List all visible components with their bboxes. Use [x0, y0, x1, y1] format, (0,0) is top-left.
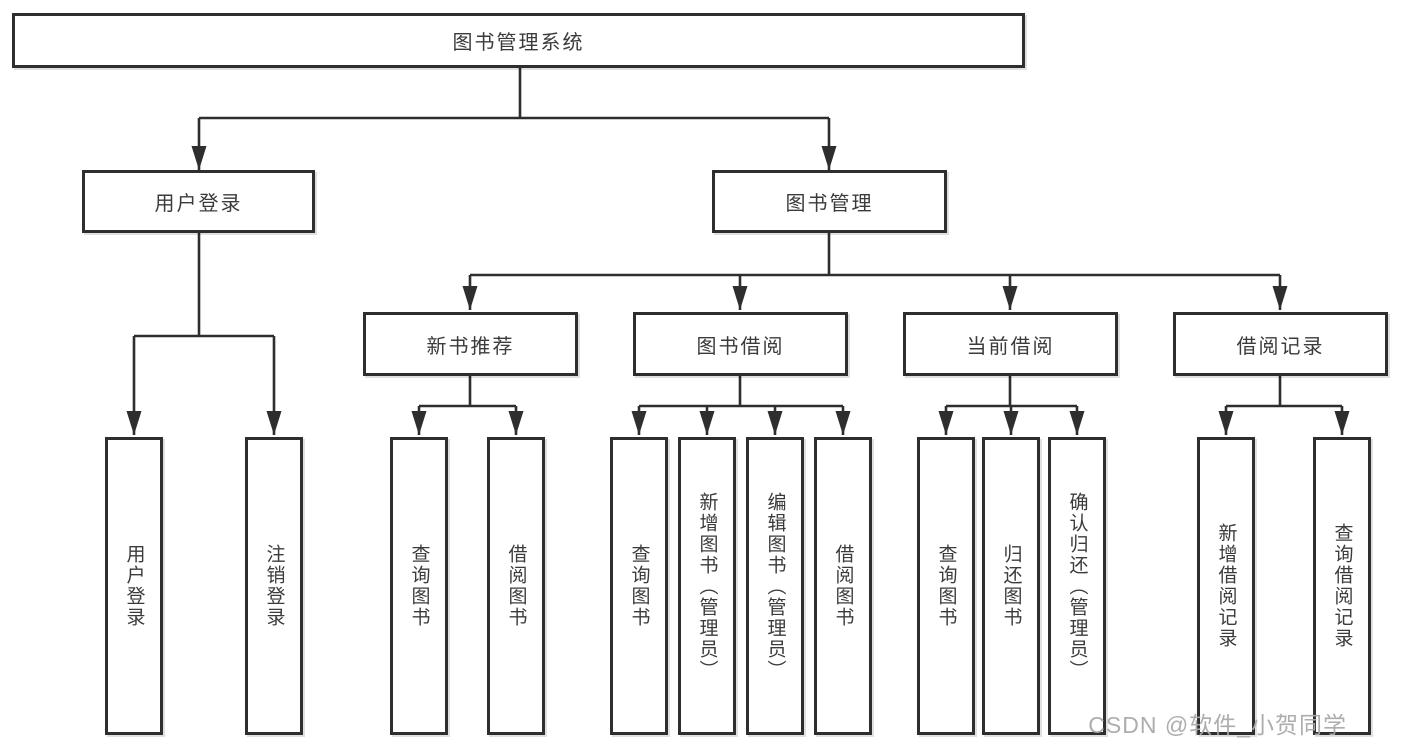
node-label: 图书借阅 — [696, 335, 785, 358]
leaf-confirm-return-admin: 确认归还（管理员） — [1048, 437, 1106, 735]
leaf-logout: 注销登录 — [245, 437, 303, 735]
leaf-label: 借阅图书 — [832, 544, 854, 628]
node-label: 新书推荐 — [426, 335, 515, 358]
node-label: 用户登录 — [154, 193, 243, 215]
leaf-borrow-books-recommend: 借阅图书 — [487, 437, 545, 735]
leaf-label: 编辑图书（管理员） — [764, 491, 786, 681]
node-label: 图书管理系统 — [452, 32, 585, 54]
leaf-add-borrow-record: 新增借阅记录 — [1197, 437, 1255, 735]
leaf-query-books-borrowing: 查询图书 — [610, 437, 668, 735]
leaf-edit-book-admin: 编辑图书（管理员） — [746, 437, 804, 735]
csdn-watermark: CSDN @软件_小贺同学 — [1088, 712, 1347, 738]
leaf-label: 查询图书 — [408, 544, 430, 628]
node-current-borrowing: 当前借阅 — [903, 312, 1118, 376]
leaf-query-books-current: 查询图书 — [917, 437, 975, 735]
leaf-label: 确认归还（管理员） — [1066, 491, 1088, 681]
leaf-label: 用户登录 — [123, 544, 145, 628]
leaf-user-login: 用户登录 — [105, 437, 163, 735]
node-book-management: 图书管理 — [712, 170, 947, 233]
leaf-label: 注销登录 — [263, 544, 285, 628]
leaf-label: 新增图书（管理员） — [696, 491, 718, 681]
node-user-login: 用户登录 — [82, 170, 315, 233]
node-label: 借阅记录 — [1236, 335, 1325, 358]
leaf-label: 归还图书 — [1000, 544, 1022, 628]
leaf-label: 查询图书 — [628, 544, 650, 628]
node-borrowing-records: 借阅记录 — [1173, 312, 1388, 376]
leaf-borrow-books-borrowing: 借阅图书 — [814, 437, 872, 735]
node-label: 当前借阅 — [966, 335, 1055, 358]
node-library-management-system: 图书管理系统 — [12, 13, 1025, 68]
leaf-query-books-recommend: 查询图书 — [390, 437, 448, 735]
node-new-book-recommendation: 新书推荐 — [363, 312, 578, 376]
leaf-label: 查询借阅记录 — [1331, 523, 1353, 649]
node-label: 图书管理 — [785, 193, 874, 215]
node-book-borrowing: 图书借阅 — [633, 312, 848, 376]
leaf-query-borrow-record: 查询借阅记录 — [1313, 437, 1371, 735]
leaf-label: 查询图书 — [935, 544, 957, 628]
leaf-label: 借阅图书 — [505, 544, 527, 628]
leaf-label: 新增借阅记录 — [1215, 523, 1237, 649]
leaf-return-book: 归还图书 — [982, 437, 1040, 735]
leaf-add-book-admin: 新增图书（管理员） — [678, 437, 736, 735]
